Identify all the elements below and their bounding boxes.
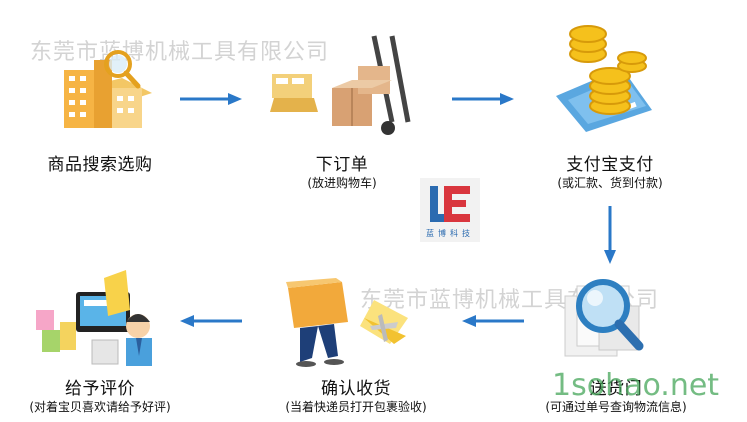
step-title: 支付宝支付 [566,155,654,175]
step-title: 下订单 [315,155,369,175]
step-title: 给予评价 [65,379,135,399]
step-subtitle: (可通过单号查询物流信息) [545,400,687,414]
building-search-icon [64,50,152,128]
company-logo: 蓝博科技 [420,178,480,242]
arrow-left-icon [462,315,524,327]
shopping-person-icon [36,270,152,366]
arrow-left-icon [180,315,242,327]
site-watermark: 1sohao.net [552,368,720,403]
logo-mark-icon [430,186,470,222]
logo-text: 蓝博科技 [426,229,474,238]
step-title: 送货门 [589,379,643,399]
step-subtitle: (或汇款、货到付款) [557,176,663,190]
step-title: 确认收货 [321,379,391,399]
magnifier-documents-icon [564,279,644,357]
arrow-right-icon [452,93,514,105]
step-subtitle: (当着快递员打开包裹验收) [285,400,427,414]
step-title: 商品搜索选购 [47,155,153,175]
coins-card-icon [556,25,652,132]
watermark-top: 东莞市蓝博机械工具有限公司 [30,40,330,65]
arrow-down-icon [604,206,616,264]
cart-boxes-icon [270,35,411,135]
step-subtitle: (放进购物车) [307,176,377,190]
courier-box-icon [286,278,408,367]
step-subtitle: (对着宝贝喜欢请给予好评) [29,400,171,414]
arrow-right-icon [180,93,242,105]
